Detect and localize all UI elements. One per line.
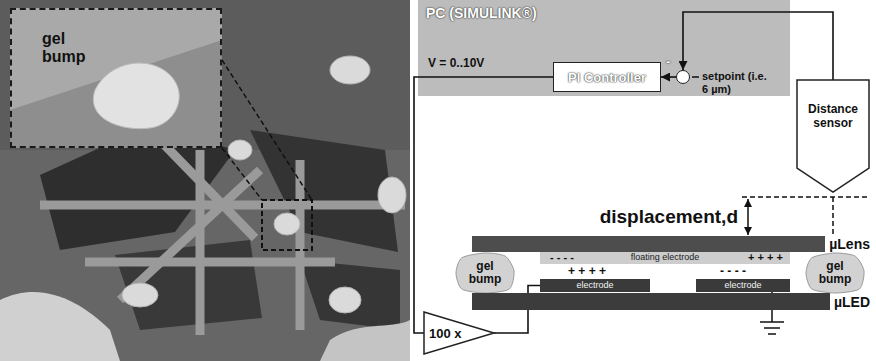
ground-bar [768, 333, 776, 335]
device-traces [40, 130, 405, 335]
charge-signs: + + + + [568, 265, 606, 278]
node-text: PI Controller [568, 70, 646, 85]
sensor-outline [797, 80, 869, 192]
gel-bump-blob [122, 283, 158, 307]
charge-signs: + + + + [748, 252, 783, 263]
gel-bump-outline [456, 253, 514, 293]
node-text: gel bump [815, 260, 855, 286]
gel-bump-blob [378, 177, 406, 213]
panel-fill-group [418, 0, 790, 96]
charge-signs: - - - - [720, 265, 746, 278]
summing-junction: - [676, 70, 690, 84]
signal-wire [661, 76, 676, 78]
probe-wire [0, 292, 120, 361]
gel-bump-outline [806, 253, 864, 293]
device-photo [0, 0, 410, 361]
node-text: 100 x [429, 326, 462, 341]
zoom-box [262, 200, 312, 250]
process-box: PI Controller [553, 62, 661, 92]
sensor-box-outline [797, 80, 869, 192]
reference-line [832, 197, 834, 236]
dimension-label: displacement,d [600, 206, 738, 228]
gel-bump-blob [330, 56, 370, 84]
node-text: electrode [540, 279, 650, 292]
gel-bump-blob [274, 213, 300, 235]
inset-electrode [10, 40, 222, 148]
inset-ground [10, 8, 222, 148]
electrode: electrode [696, 279, 790, 292]
displacement-arrow [747, 199, 749, 235]
trace [296, 160, 305, 330]
setpoint-label: setpoint (i.e. 6 µm) [702, 70, 772, 96]
sensor-box: Distance sensor [797, 80, 869, 192]
node-text: - [666, 55, 678, 68]
gel-bump-blob [228, 140, 252, 160]
photo-ground [0, 0, 410, 361]
gel-bump: gel bump [456, 253, 514, 293]
inset-frame: gel bump [10, 8, 222, 148]
zoom-line [222, 60, 312, 200]
node-text: PC (SIMULINK®) [426, 5, 782, 21]
device-pad [115, 240, 262, 330]
node-text: gel bump [42, 30, 88, 65]
reference-line [742, 196, 870, 198]
amplifier-outline [424, 312, 494, 354]
led-layer-bar [472, 293, 830, 310]
ground-bar [760, 321, 784, 323]
electrode: electrode [540, 279, 650, 292]
amplifier-symbol: 100 x [424, 312, 494, 354]
gel-bump: gel bump [806, 253, 864, 293]
gel-bump-blob [329, 287, 361, 313]
probe-wire [320, 320, 410, 361]
device-pad [250, 130, 398, 252]
node-text: µLens [829, 237, 870, 251]
pc-panel-fill [418, 0, 790, 96]
node-text: µLED [834, 295, 870, 309]
zoom-line [222, 148, 262, 200]
node-text: gel bump [465, 260, 505, 286]
lens-layer: µLens [472, 236, 870, 252]
charge-signs: - - - - [550, 252, 574, 263]
ground-bar [764, 327, 780, 329]
device-pad [300, 260, 400, 330]
lens-layer-bar [472, 236, 825, 252]
trace [120, 170, 260, 300]
node-text: electrode [696, 279, 790, 292]
inset-gel-bump [93, 63, 179, 129]
signal-label: V = 0..10V [428, 56, 484, 70]
node-text: Distance sensor [797, 102, 869, 131]
led-layer: µLED [472, 293, 870, 310]
setpoint-wire [692, 76, 699, 78]
signal-wire [683, 12, 833, 80]
